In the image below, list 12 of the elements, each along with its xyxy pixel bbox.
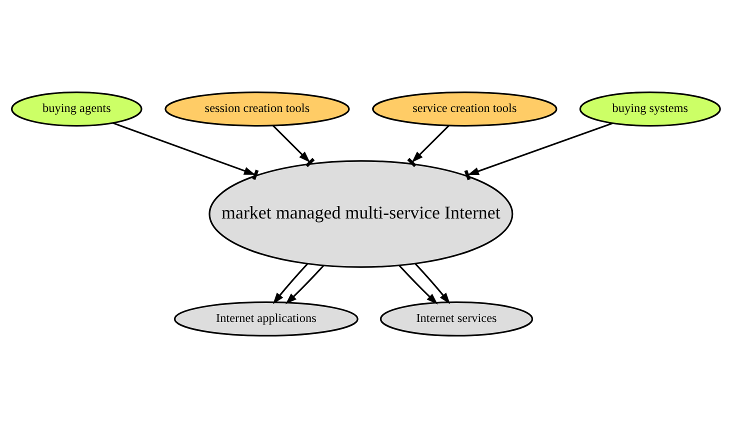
arrow	[414, 263, 450, 304]
node-ellipse: buying agents	[10, 91, 142, 127]
node-ellipse: buying systems	[579, 91, 721, 127]
node-ellipse: Internet services	[380, 301, 534, 337]
node-ellipse: session creation tools	[164, 91, 350, 127]
node-ellipse: Internet applications	[174, 301, 358, 337]
arrow	[407, 124, 450, 168]
arrow	[272, 263, 308, 304]
node-ellipse: service creation tools	[372, 91, 558, 127]
arrow	[398, 265, 438, 305]
arrow	[285, 265, 324, 304]
arrow	[272, 124, 315, 168]
